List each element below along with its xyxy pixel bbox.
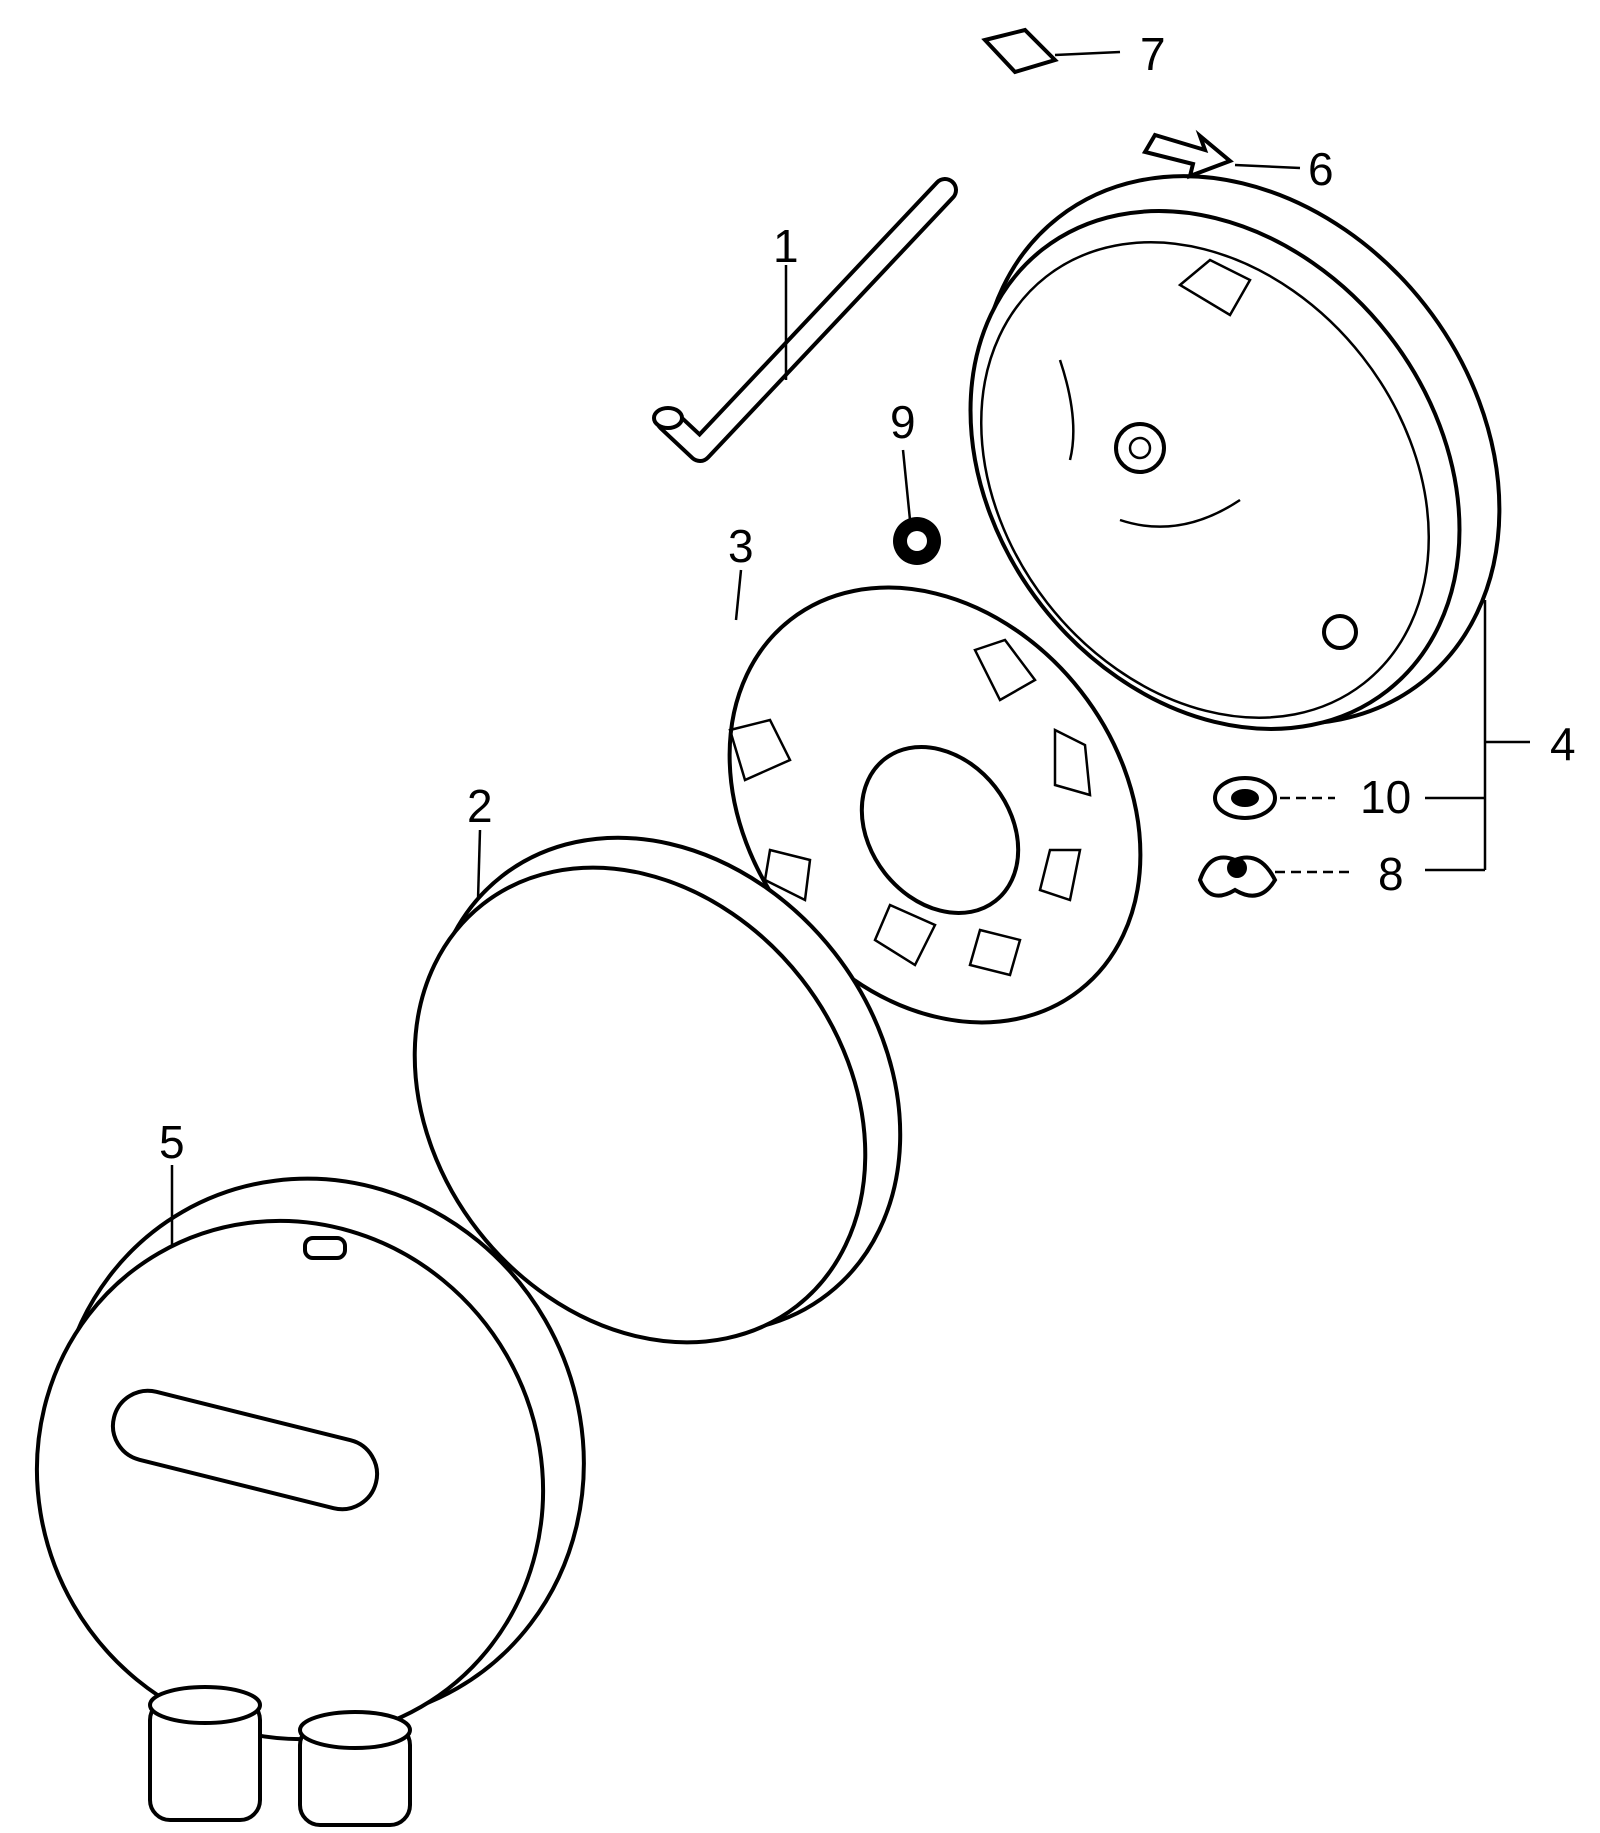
part-3-filter-holder: [727, 585, 1143, 1025]
callout-1: 1: [773, 220, 799, 272]
part-2-filter-element: [412, 835, 903, 1345]
part-6-arrow-mark: [1141, 129, 1234, 180]
callout-3: 3: [728, 520, 754, 572]
part-1-tube: [652, 177, 958, 463]
callout-6: 6: [1308, 143, 1334, 195]
callout-4: 4: [1550, 718, 1576, 770]
callout-5: 5: [159, 1116, 185, 1168]
callout-7: 7: [1140, 28, 1166, 80]
callout-10: 10: [1360, 771, 1411, 823]
callout-9: 9: [890, 396, 916, 448]
part-10-washer: [1213, 776, 1277, 820]
leader-lines: [170, 50, 1530, 1245]
part-5-cover: [34, 1176, 586, 1827]
part-4-air-cleaner-case: [968, 174, 1502, 731]
part-8-wing-nut: [1197, 855, 1278, 898]
callout-2: 2: [467, 780, 493, 832]
part-7-label: [981, 27, 1059, 75]
callout-8: 8: [1378, 848, 1404, 900]
part-9-nut: [893, 517, 941, 565]
